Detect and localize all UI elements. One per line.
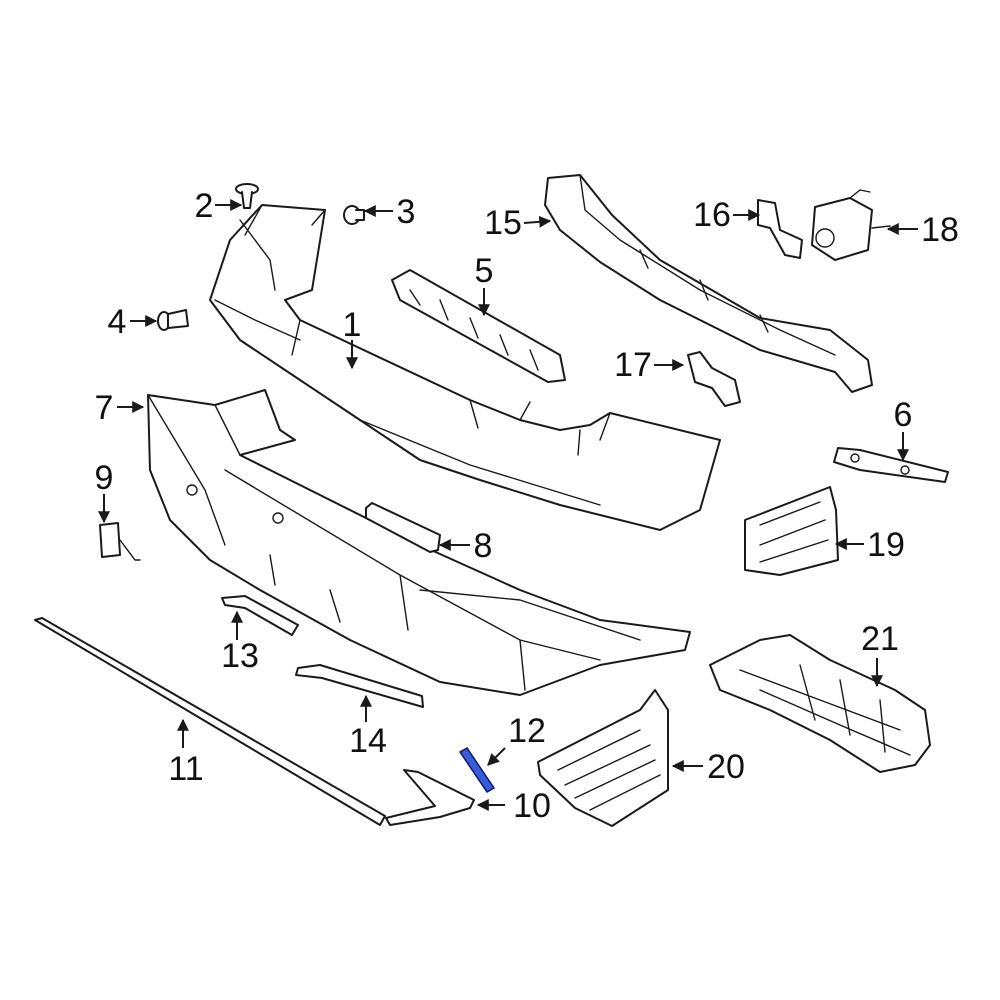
part-1-bumper-cover[interactable] — [209, 204, 721, 531]
part-12-trim-clip[interactable] — [458, 747, 496, 793]
callout-1: 1 — [343, 306, 362, 344]
callout-13: 13 — [221, 637, 259, 675]
part-13-trim-strip[interactable] — [221, 595, 299, 636]
part-6-side-bracket[interactable] — [833, 447, 949, 483]
part-9-connector[interactable] — [99, 522, 141, 561]
part-17-bracket[interactable] — [687, 351, 741, 407]
callout-3: 3 — [397, 193, 416, 231]
callout-12: 12 — [508, 712, 546, 750]
callout-19: 19 — [867, 526, 905, 564]
callout-6: 6 — [894, 396, 913, 434]
part-11-lower-trim[interactable] — [34, 617, 386, 826]
callout-11: 11 — [168, 750, 203, 788]
part-7-lower-bumper-panel[interactable] — [147, 389, 691, 696]
callout-15: 15 — [484, 204, 522, 242]
callout-4: 4 — [108, 303, 127, 341]
callout-5: 5 — [475, 252, 494, 290]
callout-10: 10 — [513, 787, 551, 825]
part-3-rivet[interactable] — [343, 205, 365, 225]
callout-2: 2 — [195, 187, 214, 225]
callout-7: 7 — [95, 389, 114, 427]
callout-16: 16 — [693, 196, 731, 234]
part-15-reinforcement-beam[interactable] — [544, 174, 873, 393]
part-19-guide-bracket[interactable] — [744, 486, 839, 576]
part-4-screw-clip[interactable] — [157, 309, 189, 331]
part-16-sensor-bracket[interactable] — [757, 199, 803, 259]
part-20-splash-shield[interactable] — [537, 689, 669, 827]
part-10-corner-trim[interactable] — [385, 769, 475, 826]
callout-9: 9 — [95, 459, 114, 497]
part-5-bracket[interactable] — [391, 269, 566, 383]
callout-20: 20 — [707, 748, 745, 786]
callout-14: 14 — [349, 722, 387, 760]
part-2-push-clip[interactable] — [235, 183, 259, 209]
part-18-sensor[interactable] — [811, 189, 891, 261]
callout-8: 8 — [474, 527, 493, 565]
callout-17: 17 — [614, 346, 652, 384]
part-14-trim-strip[interactable] — [295, 664, 424, 708]
part-8-center-bracket[interactable] — [365, 502, 441, 553]
callout-labels: 1 2 3 4 5 6 7 8 9 10 11 12 13 14 15 16 1… — [95, 187, 959, 825]
callout-18: 18 — [921, 211, 959, 249]
part-21-underbody-panel[interactable] — [709, 634, 931, 773]
leader-lines — [98, 199, 918, 811]
callout-21: 21 — [861, 620, 899, 658]
